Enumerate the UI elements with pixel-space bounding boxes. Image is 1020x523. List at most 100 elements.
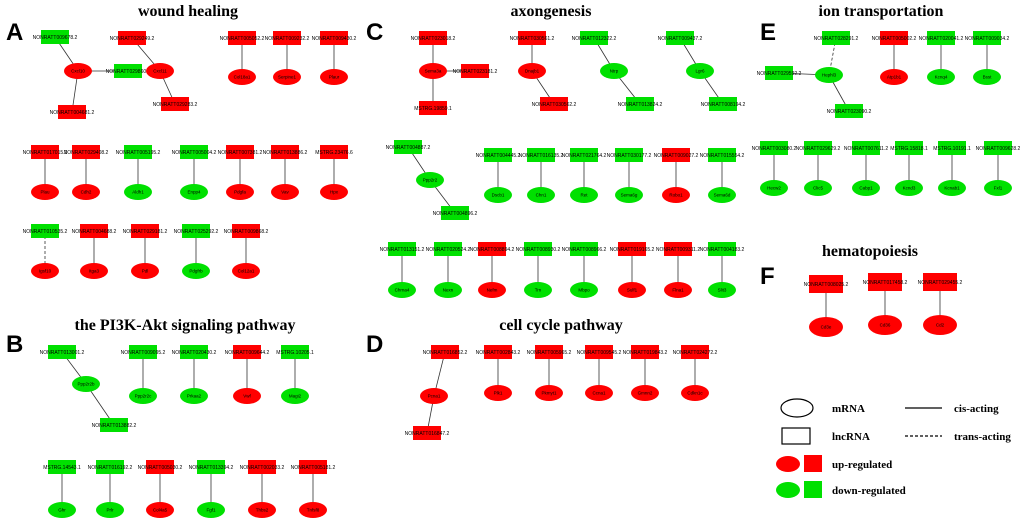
lncrna-label: NONRATT013882.2: [92, 423, 137, 429]
lncrna-rect: [570, 242, 598, 256]
lncrna-node: NONRATT012322.2: [572, 31, 617, 45]
lncrna-rect: [852, 141, 880, 155]
mrna-ellipse: [434, 282, 462, 298]
mrna-label: Clic5: [813, 186, 823, 191]
lncrna-rect: [984, 141, 1012, 155]
lncrna-label: NONRATT009027.2: [654, 153, 699, 159]
mrna-label: Igsf10: [39, 269, 52, 274]
lncrna-label: NONRATT021764.2: [562, 153, 607, 159]
lncrna-node: NONRATT005195.2: [116, 145, 161, 159]
mrna-ellipse: [570, 282, 598, 298]
mrna-node: Col4a5: [146, 502, 174, 518]
mrna-ellipse: [419, 63, 447, 79]
lncrna-node: NONRATT023090.2: [827, 104, 872, 118]
mrna-node: Vwf: [233, 388, 261, 404]
mrna-node: Hephl3: [815, 67, 843, 83]
legend-up-rect: [804, 455, 822, 472]
lncrna-node: NONRATT002033.2: [240, 460, 285, 474]
lncrna-label: NONRATT009034.2: [965, 36, 1010, 42]
mrna-label: Ntrp: [610, 69, 619, 74]
mrna-node: Kcnab1: [938, 180, 966, 196]
lncrna-label: NONRATT007381.2: [218, 150, 263, 156]
lncrna-node: NONRATT015554.2: [700, 148, 745, 162]
legend: mRNA lncRNA cis-acting trans-acting up-r…: [776, 398, 1011, 498]
mrna-node: Prlr: [96, 502, 124, 518]
mrna-label: Cabp1: [859, 186, 873, 191]
mrna-label: Lgr6: [695, 69, 705, 74]
mrna-node: Ppp2r2: [416, 172, 444, 188]
lncrna-rect: [880, 31, 908, 45]
lncrna-rect: [681, 345, 709, 359]
lncrna-node: MSTRG.10205.1: [276, 345, 314, 359]
lncrna-label: NONRATT024272.2: [673, 350, 718, 356]
mrna-label: Ppp2r2c: [135, 394, 153, 399]
mrna-label: Magi2: [289, 394, 302, 399]
mrna-ellipse: [31, 184, 59, 200]
mrna-ellipse: [299, 502, 327, 518]
mrna-ellipse: [938, 180, 966, 196]
mrna-node: Tnfsf8: [299, 502, 327, 518]
mrna-ellipse: [927, 69, 955, 85]
lncrna-rect: [973, 31, 1001, 45]
mrna-ellipse: [478, 282, 506, 298]
lncrna-rect: [708, 242, 736, 256]
mrna-label: Enpp4: [187, 190, 201, 195]
mrna-label: Sema6g: [621, 193, 638, 198]
mrna-ellipse: [686, 63, 714, 79]
lncrna-label: MSTRG.19859.1: [414, 106, 452, 112]
mrna-ellipse: [232, 263, 260, 279]
mrna-label: Prlr: [107, 508, 114, 513]
lncrna-node: NONRATT009437.2: [658, 31, 703, 45]
lncrna-node: NONRATT013001.2: [40, 345, 85, 359]
lncrna-label: NONRATT009644.2: [225, 350, 270, 356]
legend-mrna-label: mRNA: [832, 403, 865, 415]
panel-title-wound-healing: wound healing: [138, 3, 238, 20]
lncrna-node: NONRATT017458.2: [863, 273, 908, 291]
lncrna-rect: [570, 148, 598, 162]
lncrna-node: MSTRG.15818.1: [890, 141, 928, 155]
lncrna-node: NONRATT028291.2: [814, 31, 859, 45]
mrna-ellipse: [815, 67, 843, 83]
mrna-label: Nefm: [487, 288, 498, 293]
lncrna-label: NONRATT005052.2: [220, 36, 265, 42]
mrna-ellipse: [388, 282, 416, 298]
mrna-ellipse: [31, 263, 59, 279]
lncrna-node: NONRATT013886.2: [263, 145, 308, 159]
lncrna-label: NONRATT008194.2: [701, 102, 746, 108]
mrna-ellipse: [585, 385, 613, 401]
mrna-ellipse: [681, 385, 709, 401]
lncrna-node: NONRATT009678.2: [33, 30, 78, 44]
mrna-ellipse: [618, 282, 646, 298]
lncrna-rect: [41, 30, 69, 44]
lncrna-node: NONRATT003080.2: [752, 141, 797, 155]
mrna-node: Plau: [31, 184, 59, 200]
mrna-ellipse: [420, 388, 448, 404]
mrna-node: Gmnn2: [631, 385, 659, 401]
lncrna-rect: [540, 97, 568, 111]
mrna-label: Col4a5: [153, 508, 168, 513]
mrna-ellipse: [868, 315, 902, 335]
lncrna-rect: [233, 345, 261, 359]
mrna-ellipse: [809, 317, 843, 337]
mrna-node: Dscb1: [484, 187, 512, 203]
lncrna-label: NONRATT030177.2: [607, 153, 652, 159]
lncrna-label: NONRATT029455.2: [918, 280, 963, 286]
mrna-node: Cdkn1c: [681, 385, 709, 401]
lncrna-node: MSTRG.23476.6: [315, 145, 353, 159]
legend-trans-label: trans-acting: [954, 431, 1011, 443]
lncrna-rect: [180, 345, 208, 359]
lncrna-label: NONRATT013886.2: [263, 150, 308, 156]
panel-letter-d: D: [366, 331, 383, 358]
mrna-label: Fxl1: [994, 186, 1003, 191]
lncrna-node: NONRATT009034.2: [965, 31, 1010, 45]
lncrna-label: NONRATT023090.2: [827, 109, 872, 115]
lncrna-rect: [895, 141, 923, 155]
mrna-label: Trn: [535, 288, 542, 293]
lncrna-rect: [760, 141, 788, 155]
mrna-label: Pcna1: [428, 394, 441, 399]
lncrna-rect: [31, 145, 59, 159]
lncrna-node: NONRATT020430.2: [172, 345, 217, 359]
lncrna-rect: [927, 31, 955, 45]
mrna-label: Serpine1: [278, 75, 297, 80]
lncrna-node: NONRATT004681.2: [50, 105, 95, 119]
